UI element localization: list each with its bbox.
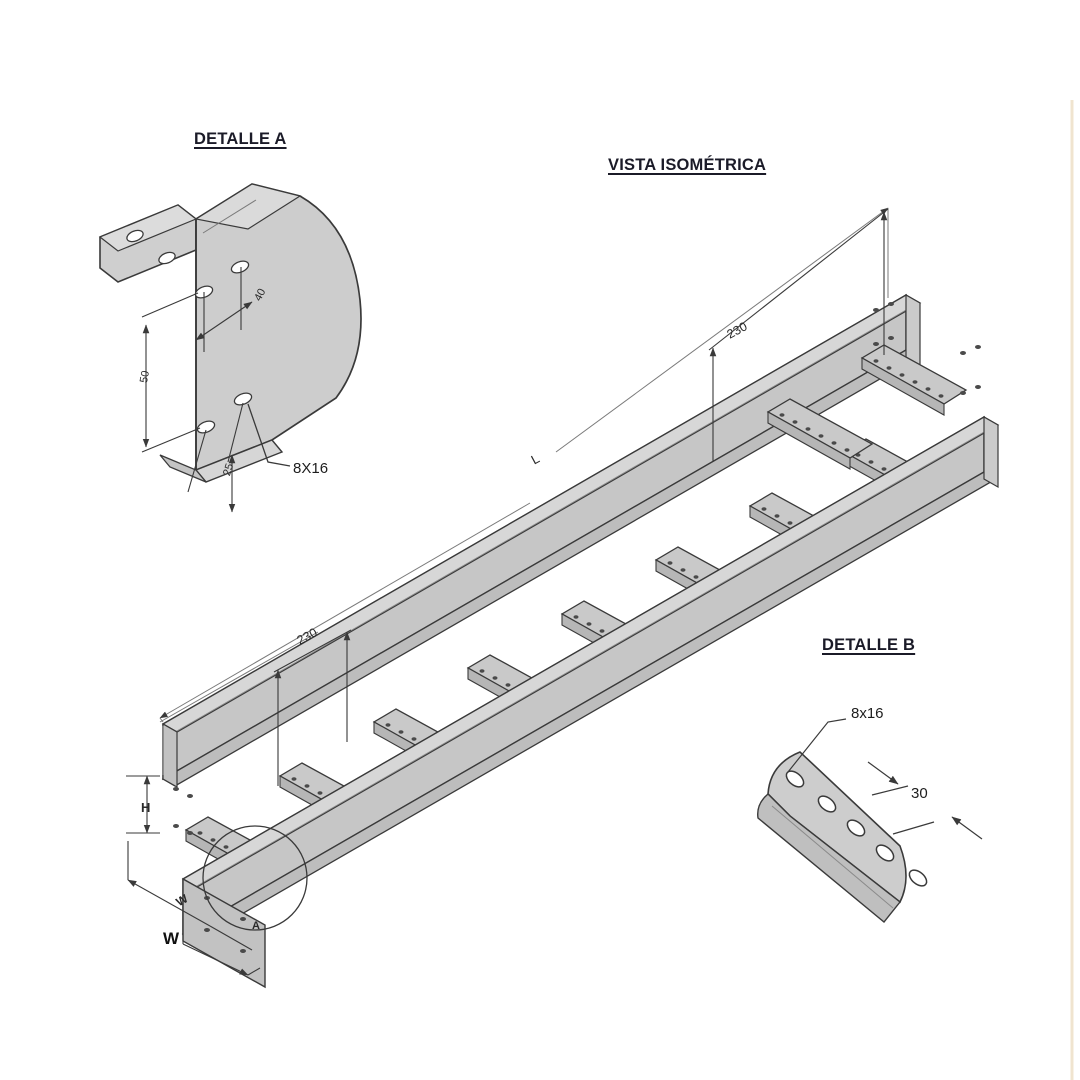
detail-b-drawing	[757, 718, 983, 923]
isometric-detail-marker-label: A	[252, 920, 260, 932]
detail-b-rung-edge	[757, 793, 901, 923]
detail-b-title: DETALLE B	[822, 636, 916, 654]
detail-a-web-panel	[195, 183, 362, 472]
detail-b-crease	[771, 805, 894, 909]
dim-height-H	[126, 775, 160, 834]
isometric-view-title: VISTA ISOMÉTRICA	[608, 156, 767, 174]
detail-a-dim-25	[187, 402, 244, 513]
web-slot-3	[233, 392, 253, 406]
detail-b-dim-30-label: 30	[911, 785, 928, 802]
web-slot-1	[230, 260, 250, 274]
dim-230-bottom-leader	[159, 631, 319, 723]
dim-width-W	[127, 841, 261, 976]
detail-a-drawing	[98, 183, 362, 513]
flange-slot-1	[126, 229, 144, 243]
web-slot-4	[196, 420, 216, 434]
detail-b-slot-leader	[787, 718, 847, 773]
detail-a-top-edge	[194, 183, 302, 230]
detail-b-slot-size-label: 8x16	[851, 705, 884, 722]
detail-a-crease	[202, 199, 257, 234]
far-rail-left-end-plate	[162, 722, 178, 789]
detail-b-rung-face	[767, 751, 907, 904]
rung-slot-4	[875, 844, 895, 862]
rung-slot-3	[846, 819, 866, 837]
end-plate-holes	[960, 345, 981, 395]
detail-a-slot-leader	[247, 403, 291, 467]
near-rail-crease	[189, 427, 992, 891]
rung-slot-5	[908, 869, 928, 887]
flange-slot-2	[158, 251, 176, 265]
detail-b-slots	[785, 770, 928, 887]
near-rail-end-plate	[983, 415, 999, 489]
far-rail-crease	[169, 305, 914, 736]
detail-a-bottom-corner	[159, 454, 207, 483]
isometric-width-label: W	[163, 929, 180, 948]
rung-slot-1	[785, 770, 805, 788]
rung	[860, 344, 968, 416]
far-left-plate-holes	[173, 787, 193, 835]
detail-a-dim-50	[141, 292, 201, 453]
far-end-plate-holes	[873, 302, 894, 346]
detail-a-callout-circle	[202, 825, 308, 931]
dim-length-L	[159, 207, 889, 723]
isometric-ladder-tray	[126, 207, 1000, 989]
rung	[766, 398, 874, 470]
dim-rung-pitch-bottom	[162, 629, 352, 786]
detail-b-dim-30	[867, 761, 983, 840]
ladder-rungs-upper	[766, 344, 968, 470]
isometric-height-label: H	[141, 800, 151, 815]
dim-rung-pitch-top	[708, 208, 889, 462]
detail-a-title: DETALLE A	[194, 130, 287, 148]
detail-a-slot-size-label: 8X16	[293, 460, 329, 477]
near-left-plate-holes	[204, 896, 246, 953]
rung-slot-2	[817, 795, 837, 813]
detail-a-dim-40	[195, 267, 253, 352]
far-rail-end-plate	[905, 293, 921, 367]
detail-a-dim-50-label: 50	[138, 369, 152, 384]
